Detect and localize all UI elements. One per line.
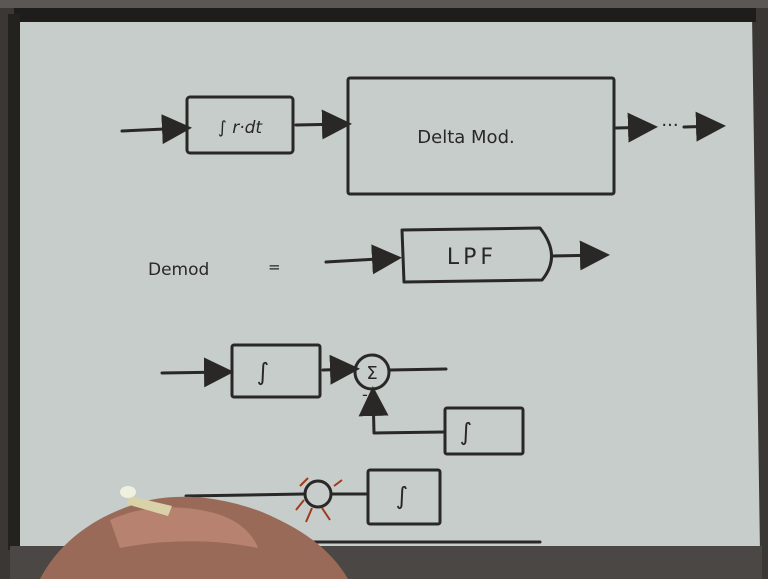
- integrator-to-deltamod-arrow: [296, 124, 346, 125]
- integrator-feedback-symbol: ∫: [460, 418, 473, 446]
- integrator-top-label: ∫ r·dt: [218, 118, 263, 138]
- deltamod-output-arrow: [616, 127, 652, 128]
- integrator-to-summer-arrow: [323, 369, 354, 370]
- output-dots: ···: [661, 115, 678, 136]
- input-line-bottom: [186, 494, 304, 496]
- demod-label: Demod: [148, 260, 209, 280]
- integrator-left-symbol: ∫: [257, 358, 270, 386]
- input-arrow-middle: [162, 372, 228, 373]
- lpf-label: LPF: [447, 245, 497, 270]
- integrator-bottom-symbol: ∫: [396, 482, 409, 510]
- summer-symbol: Σ: [366, 363, 377, 384]
- board-left-frame: [8, 14, 20, 550]
- output-arrow-end: [684, 126, 720, 127]
- delta-mod-label: Delta Mod.: [417, 127, 514, 148]
- demod-to-symbol: =: [268, 258, 281, 276]
- lpf-output-arrow: [552, 255, 604, 256]
- summer-output-line: [390, 369, 446, 370]
- summer-minus-sign: -: [362, 385, 368, 404]
- board-top-frame: [14, 8, 756, 22]
